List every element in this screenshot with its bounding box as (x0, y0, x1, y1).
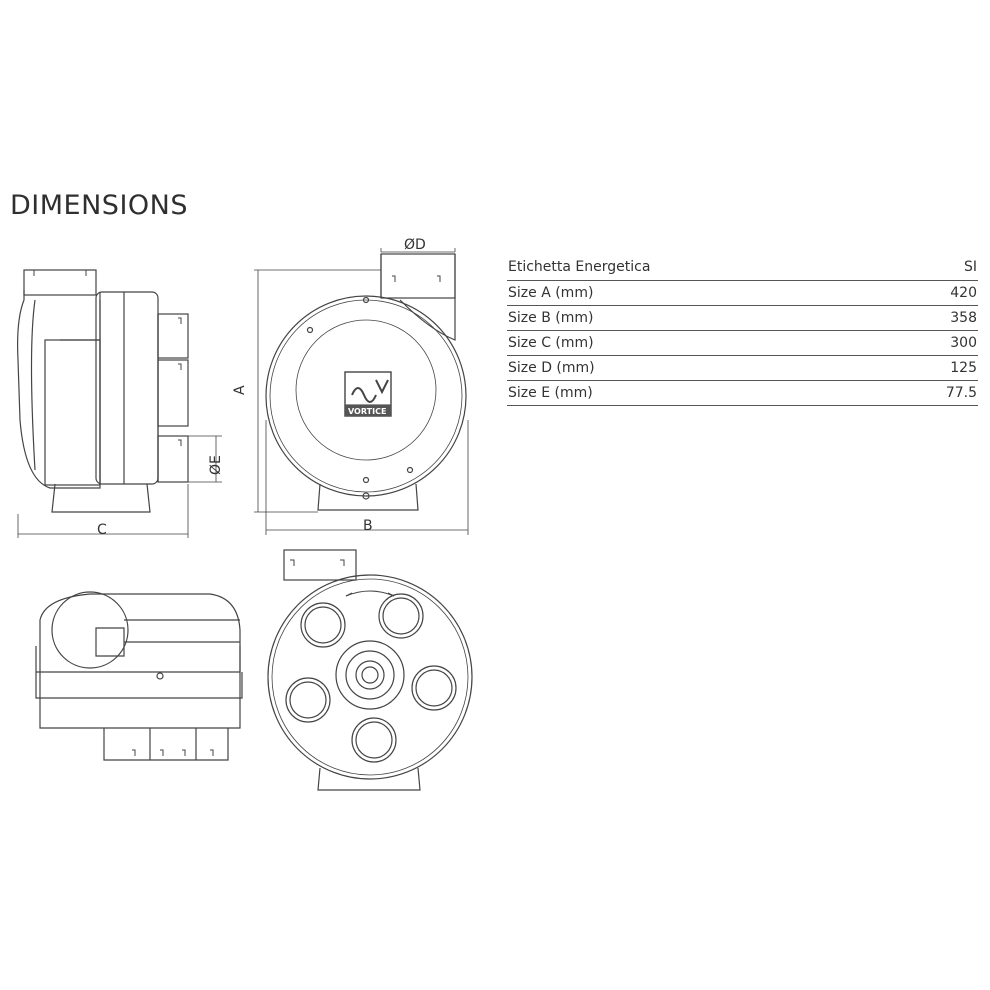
side-view (17, 269, 222, 538)
spec-table: Etichetta Energetica SI Size A (mm) 420 … (507, 255, 978, 406)
spec-value: 420 (890, 280, 978, 306)
spec-label: Size C (mm) (507, 330, 891, 356)
spec-label: Size E (mm) (507, 380, 891, 406)
spec-row: Size B (mm) 358 (507, 305, 978, 331)
page-title: DIMENSIONS (10, 190, 188, 221)
spec-value: 300 (890, 330, 978, 356)
spec-label: Size A (mm) (507, 280, 891, 306)
top-view (35, 591, 243, 761)
spec-row: Size A (mm) 420 (507, 280, 978, 306)
dim-label-c: C (97, 522, 107, 538)
spec-value: SI (890, 255, 978, 281)
spec-row: Size D (mm) 125 (507, 355, 978, 381)
dim-label-b: B (363, 518, 373, 534)
spec-value: 125 (890, 355, 978, 381)
spec-row: Size C (mm) 300 (507, 330, 978, 356)
brand-logo-text: VORTICE (348, 407, 386, 416)
rear-view (267, 549, 473, 791)
spec-value: 77.5 (890, 380, 978, 406)
dim-label-d: ØD (404, 237, 426, 253)
dim-label-e: ØE (208, 455, 224, 475)
front-view (254, 248, 469, 535)
spec-header-row: Etichetta Energetica SI (507, 255, 978, 281)
spec-label: Size B (mm) (507, 305, 891, 331)
dim-label-a: A (232, 385, 248, 395)
spec-value: 358 (890, 305, 978, 331)
spec-row: Size E (mm) 77.5 (507, 380, 978, 406)
spec-label: Size D (mm) (507, 355, 891, 381)
spec-label: Etichetta Energetica (507, 255, 891, 281)
